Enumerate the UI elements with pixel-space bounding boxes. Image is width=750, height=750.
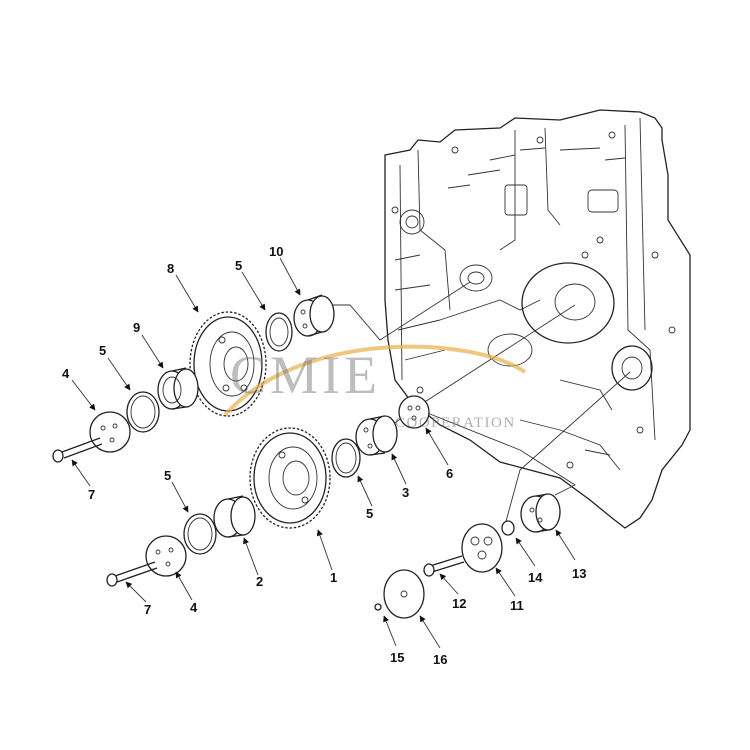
callout-8: 8 — [167, 261, 174, 276]
callout-15: 15 — [390, 650, 404, 665]
watermark-logo: CMIE COOPERATION — [223, 344, 527, 431]
callout-10: 10 — [269, 244, 283, 259]
leader-arrows — [71, 257, 576, 649]
callout-7: 7 — [144, 602, 151, 617]
callout-9: 9 — [133, 320, 140, 335]
callout-16: 16 — [433, 652, 447, 667]
callout-5: 5 — [99, 343, 106, 358]
callout-11: 11 — [510, 598, 524, 613]
watermark-sub-text: COOPERATION — [395, 415, 516, 431]
callout-13: 13 — [572, 566, 586, 581]
callout-14: 14 — [528, 570, 543, 585]
watermark-main-text: CMIE — [230, 345, 381, 405]
callout-6: 6 — [446, 466, 453, 481]
gear-housing — [384, 109, 691, 529]
callout-4: 4 — [62, 366, 70, 381]
idler-gear-lower — [249, 427, 331, 529]
callout-labels: 8 5 10 9 5 4 7 5 2 1 4 7 5 3 6 13 14 11 … — [62, 244, 586, 667]
callout-5: 5 — [164, 468, 171, 483]
watermark-swoosh — [223, 344, 527, 417]
callout-5: 5 — [235, 258, 242, 273]
callout-4: 4 — [190, 600, 198, 615]
callout-7: 7 — [88, 487, 95, 502]
callout-5: 5 — [366, 506, 373, 521]
callout-1: 1 — [330, 570, 337, 585]
callout-12: 12 — [452, 596, 466, 611]
callout-3: 3 — [402, 485, 409, 500]
parts — [52, 294, 561, 619]
callout-2: 2 — [256, 574, 263, 589]
idler-gear-upper — [189, 311, 267, 417]
